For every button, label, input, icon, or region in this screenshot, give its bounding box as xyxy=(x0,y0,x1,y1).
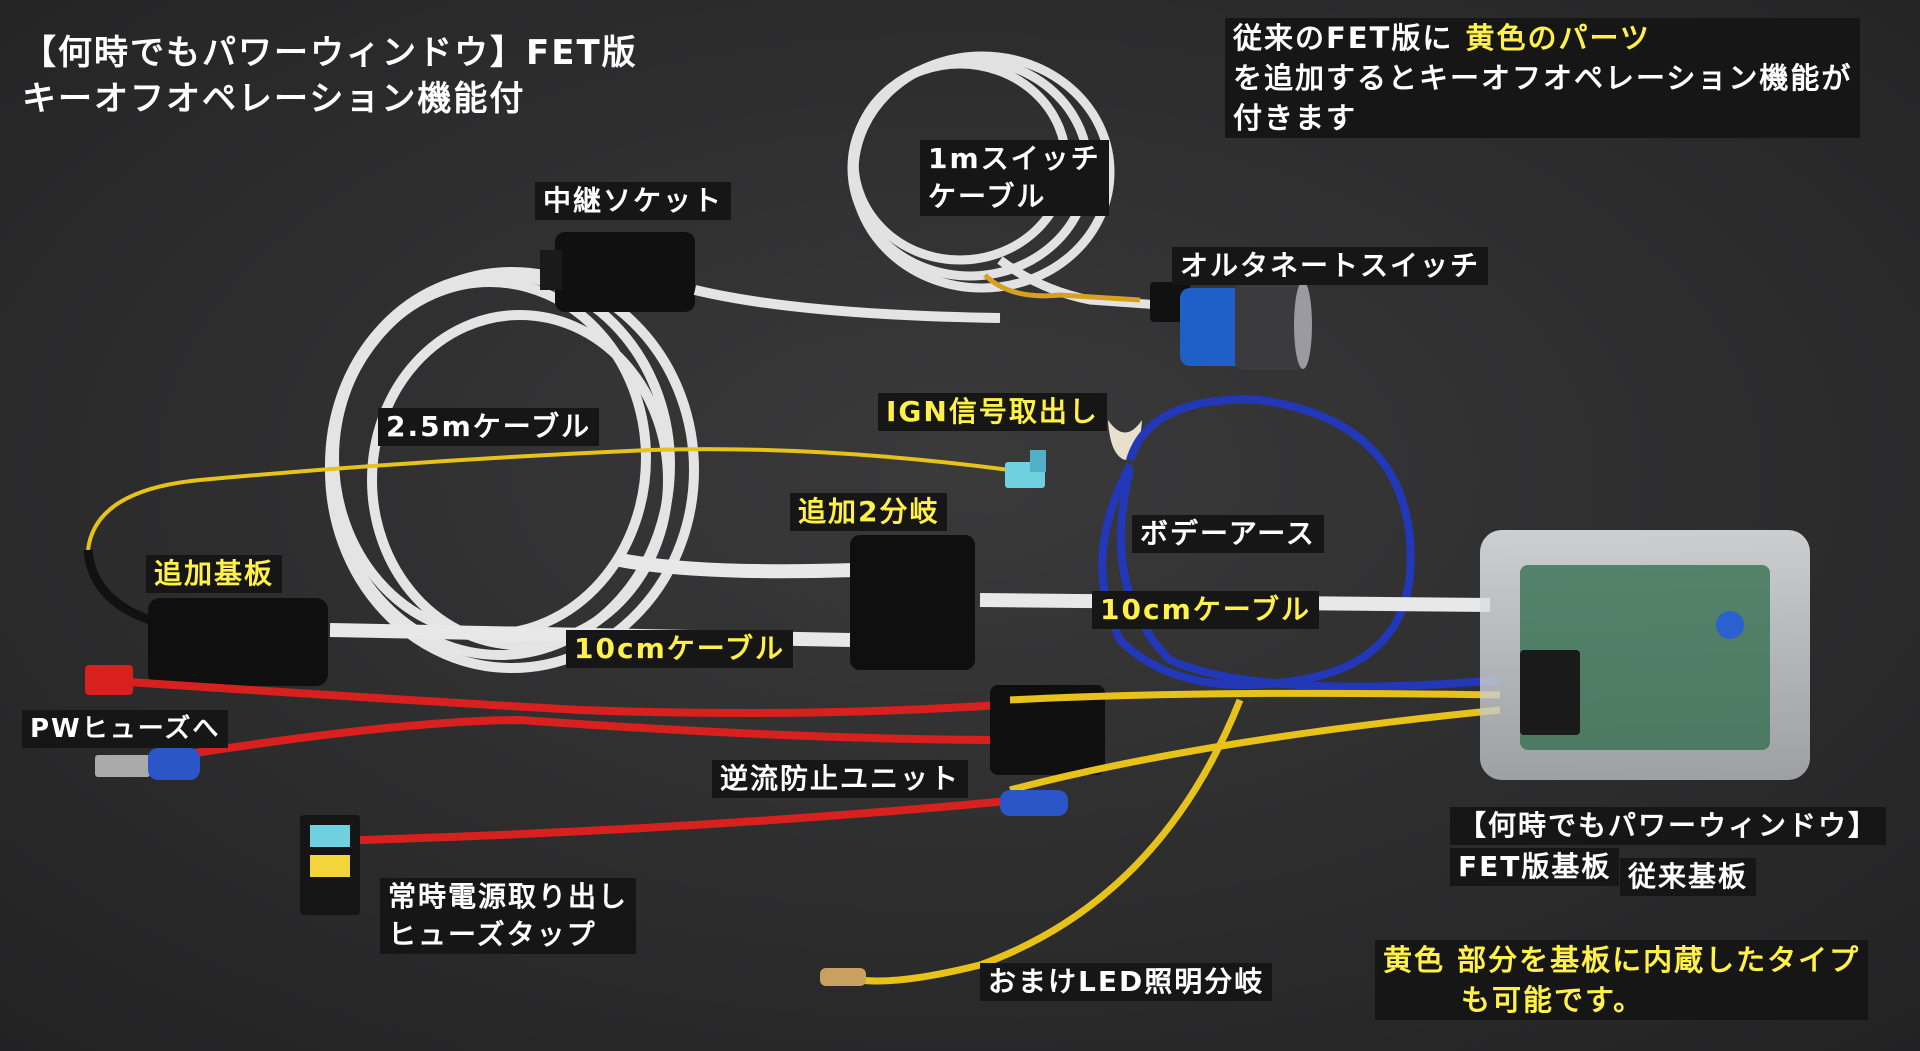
ign-fuse xyxy=(1005,450,1046,488)
label-led-branch: おまけLED照明分岐 xyxy=(980,963,1273,1001)
title-line-2: キーオフオペレーション機能付 xyxy=(22,79,526,119)
label-cable-10cm-right: 10cmケーブル xyxy=(1092,591,1320,629)
label-ign-signal: IGN信号取出し xyxy=(878,393,1107,431)
note-block: 従来のFET版に 黄色のパーツ を追加するとキーオフオペレーション機能が 付きま… xyxy=(1225,18,1861,138)
note-line-3: 付きます xyxy=(1233,101,1358,135)
title-line-1: 【何時でもパワーウィンドウ】FET版 xyxy=(22,33,638,73)
yellow-wires xyxy=(859,689,1501,985)
note-line-1-prefix: 従来のFET版に xyxy=(1233,21,1454,55)
fuse-tap xyxy=(300,815,360,915)
label-fuse-tap-line-2: ヒューズタップ xyxy=(388,918,597,951)
red-terminal xyxy=(85,665,133,695)
label-alternate-switch: オルタネートスイッチ xyxy=(1172,247,1489,285)
note-line-1-highlight: 黄色のパーツ xyxy=(1465,21,1651,55)
label-cable-2-5m: 2.5mケーブル xyxy=(378,408,600,446)
add-board xyxy=(148,598,328,686)
main-board-case xyxy=(1480,530,1810,780)
note-line-2: を追加するとキーオフオペレーション機能が xyxy=(1233,61,1853,95)
label-switch-cable-line-2: ケーブル xyxy=(928,180,1047,213)
label-board-title: 【何時でもパワーウィンドウ】 xyxy=(1450,807,1887,845)
label-relay-socket: 中継ソケット xyxy=(535,182,732,220)
label-cable-10cm-left: 10cmケーブル xyxy=(566,630,794,668)
led-bullet-terminal xyxy=(820,968,866,986)
label-builtin-line-1: 部分を基板に内蔵したタイプ xyxy=(1457,943,1861,977)
label-switch-cable-line-1: 1mスイッチ xyxy=(928,142,1101,175)
label-body-ground: ボデーアース xyxy=(1132,515,1324,553)
page-title: 【何時でもパワーウィンドウ】FET版 キーオフオペレーション機能付 xyxy=(22,30,638,122)
pw-fuse-terminal xyxy=(95,755,150,777)
label-builtin-yellow-word: 黄色 xyxy=(1383,943,1446,977)
label-fuse-tap: 常時電源取り出し ヒューズタップ xyxy=(380,878,637,954)
alternate-switch xyxy=(1150,280,1312,370)
backflow-unit xyxy=(990,685,1105,775)
label-add-board: 追加基板 xyxy=(146,555,283,593)
label-add-splitter: 追加2分岐 xyxy=(790,493,948,531)
label-switch-cable: 1mスイッチ ケーブル xyxy=(920,140,1109,216)
label-backflow-unit: 逆流防止ユニット xyxy=(712,760,969,798)
red-wires xyxy=(127,678,1021,844)
label-legacy-board: 従来基板 xyxy=(1620,858,1757,896)
add-splitter xyxy=(850,535,975,670)
label-fuse-tap-line-1: 常時電源取り出し xyxy=(388,880,629,913)
relay-socket xyxy=(540,232,695,312)
label-builtin-note: 黄色 部分を基板に内蔵したタイプ も可能です。 xyxy=(1375,940,1869,1020)
label-fet-board: FET版基板 xyxy=(1450,848,1620,886)
label-builtin-line-2: も可能です。 xyxy=(1461,983,1645,1017)
label-pw-fuse: PWヒューズへ xyxy=(22,710,229,748)
